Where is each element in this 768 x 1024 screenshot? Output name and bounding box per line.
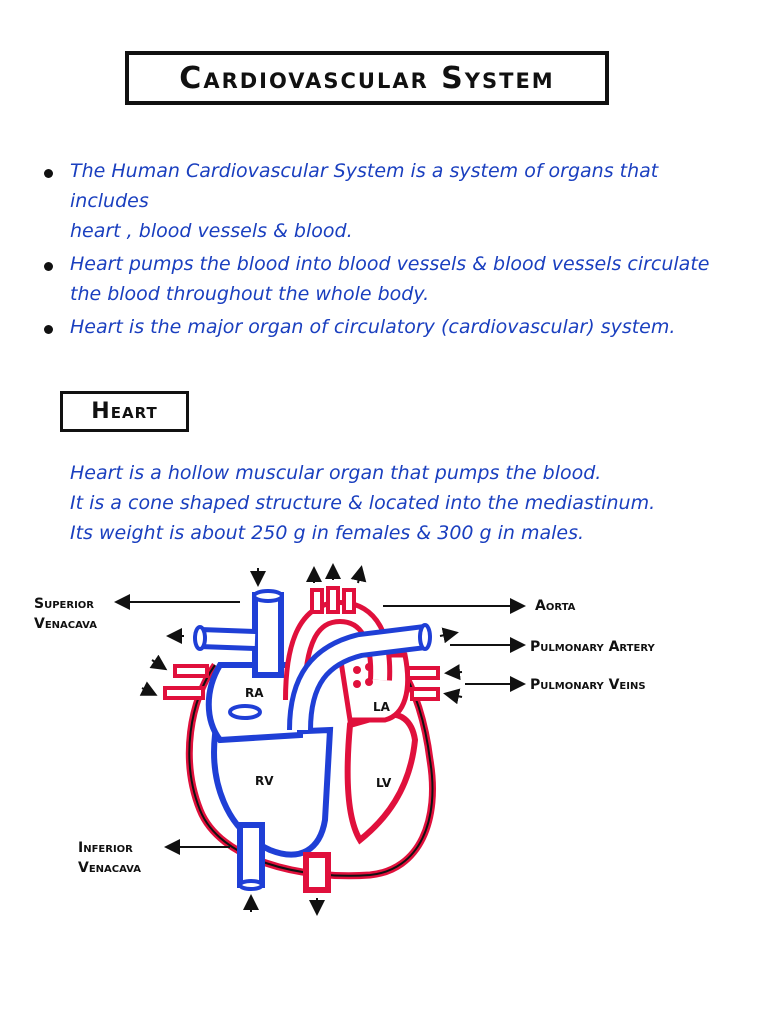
pulmonary-vein — [410, 687, 440, 701]
chamber-label-lv: LV — [376, 776, 392, 790]
bullet-icon — [44, 262, 53, 271]
flow-arrow — [149, 654, 168, 671]
chamber-label-la: LA — [373, 700, 391, 714]
aorta-branch — [326, 586, 340, 614]
bullet-line: Heart pumps the blood into blood vessels… — [70, 253, 710, 275]
bullet-icon — [44, 169, 53, 178]
heart-description: Heart is a hollow muscular organ that pu… — [70, 458, 690, 548]
flow-arrow — [139, 681, 158, 696]
superior-venacava — [252, 592, 284, 678]
pulmonary-vein — [173, 664, 209, 678]
pulmonary-vein — [163, 686, 205, 700]
description-line: Heart is a hollow muscular organ that pu… — [70, 462, 602, 484]
bullet-item: The Human Cardiovascular System is a sys… — [40, 156, 730, 246]
heart-outline-ink — [188, 664, 434, 877]
label-pulmonary-veins: Pulmonary Veins — [530, 677, 646, 693]
intro-bullet-list: The Human Cardiovascular System is a sys… — [40, 156, 730, 345]
bullet-line: The Human Cardiovascular System is a sys… — [70, 160, 659, 212]
bullet-icon — [44, 325, 53, 334]
label-aorta: Aorta — [535, 598, 576, 614]
left-ventricle-wall — [344, 711, 419, 845]
label-pulmonary-artery: Pulmonary Artery — [530, 639, 655, 655]
pulmonary-vein-opening — [365, 678, 373, 686]
tricuspid-valve — [228, 704, 262, 720]
chamber-label-rv: RV — [255, 774, 274, 788]
pulmonary-artery-opening — [418, 623, 432, 651]
pulmonary-vein-opening — [353, 666, 361, 674]
heart-heading-box: Heart — [60, 391, 189, 432]
heart-diagram: RA RV LA LV — [114, 563, 526, 916]
chamber-label-ra: RA — [245, 686, 264, 700]
inferior-venacava-opening — [238, 879, 264, 891]
aorta-branch — [342, 588, 356, 614]
pulmonary-trunk-inner — [292, 629, 426, 731]
flow-arrow — [439, 627, 459, 644]
label-line: Superior — [34, 596, 94, 612]
page-title: Cardiovascular System — [179, 60, 555, 96]
label-superior-venacava: Superior Venacava — [34, 594, 97, 634]
flow-arrow — [443, 688, 463, 705]
bullet-line: the blood throughout the whole body. — [70, 283, 430, 305]
flow-arrow — [444, 664, 463, 681]
left-pulmonary-branch-inner — [199, 632, 256, 646]
bullet-line: heart , blood vessels & blood. — [70, 220, 353, 242]
label-line: Inferior — [78, 840, 133, 856]
descending-aorta — [303, 852, 331, 893]
bullet-item: Heart is the major organ of circulatory … — [40, 312, 730, 342]
right-atrium-wall — [205, 662, 303, 744]
left-pulmonary-opening — [193, 625, 207, 651]
inferior-venacava — [237, 822, 265, 888]
pulmonary-vein-opening — [353, 680, 361, 688]
title-box: Cardiovascular System — [125, 51, 609, 105]
flow-arrow — [350, 565, 367, 584]
bullet-item: Heart pumps the blood into blood vessels… — [40, 249, 730, 309]
label-inferior-venacava: Inferior Venacava — [78, 838, 141, 878]
heart-heading: Heart — [91, 399, 158, 424]
bullet-line: Heart is the major organ of circulatory … — [70, 316, 676, 338]
description-line: Its weight is about 250 g in females & 3… — [70, 522, 585, 544]
aorta-branch — [310, 588, 324, 614]
description-line: It is a cone shaped structure & located … — [70, 492, 656, 514]
superior-venacava-opening — [252, 589, 284, 603]
label-line: Venacava — [34, 616, 97, 632]
label-line: Venacava — [78, 860, 141, 876]
pulmonary-vein — [406, 666, 440, 680]
